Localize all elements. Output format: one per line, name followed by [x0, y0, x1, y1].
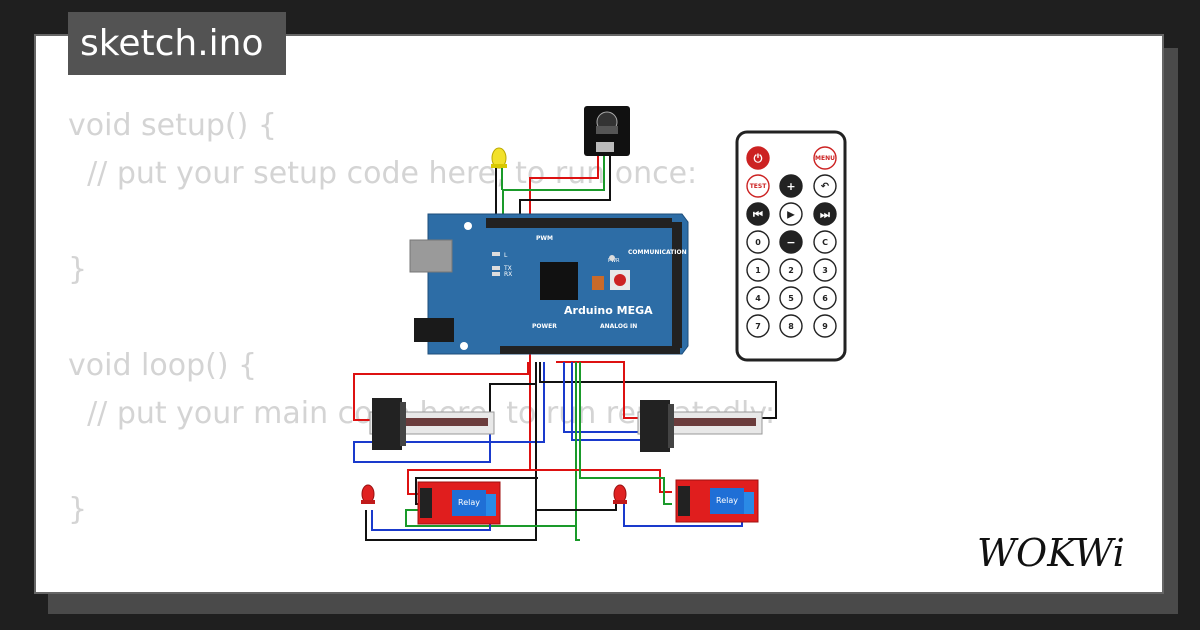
- remote-button-3[interactable]: [813, 258, 837, 282]
- led-l-label: L: [504, 252, 508, 259]
- mcu-chip: [540, 262, 578, 300]
- wire-black: [539, 362, 777, 419]
- remote-button-label: 7: [755, 322, 761, 331]
- led-rx-label: RX: [504, 271, 512, 278]
- remote-button-label: 9: [822, 322, 828, 331]
- wire-red: [556, 361, 640, 419]
- wire-black: [365, 362, 537, 541]
- remote-button-back[interactable]: [813, 174, 837, 198]
- remote-button-6[interactable]: [813, 286, 837, 310]
- red-led-right[interactable]: [613, 484, 627, 504]
- remote-button-1[interactable]: [746, 258, 770, 282]
- slide-potentiometer-right[interactable]: [637, 400, 763, 452]
- code-line: // put your setup code here, to run once…: [68, 156, 698, 191]
- remote-button-label: 8: [788, 322, 794, 331]
- wire-red: [353, 362, 529, 421]
- remote-button-label: 2: [788, 266, 794, 275]
- back-icon: ↶: [821, 182, 830, 193]
- wire-green: [405, 362, 577, 527]
- remote-button-next[interactable]: [813, 202, 837, 226]
- code-line: }: [68, 252, 88, 287]
- code-line: void setup() {: [68, 108, 277, 143]
- wire-green: [575, 526, 580, 541]
- wokwi-logo: WOKWi: [977, 531, 1125, 575]
- remote-button-label: 3: [822, 266, 828, 275]
- yellow-led[interactable]: [491, 147, 507, 169]
- code-line: }: [68, 492, 88, 527]
- analog-in-label: ANALOG IN: [600, 323, 637, 330]
- led-tx-label: TX: [503, 265, 512, 272]
- board-name: Arduino MEGA: [564, 304, 653, 317]
- remote-button-5[interactable]: [779, 286, 803, 310]
- code-line: void loop() {: [68, 348, 258, 383]
- remote-button-4[interactable]: [746, 286, 770, 310]
- remote-button-label: +: [786, 180, 795, 193]
- analog-header: [500, 346, 680, 354]
- remote-button-+[interactable]: [779, 174, 803, 198]
- remote-button-label: −: [786, 236, 795, 249]
- slide-potentiometer-left[interactable]: [369, 398, 495, 450]
- wire-blue: [571, 362, 640, 441]
- power-jack: [414, 318, 454, 342]
- pwr-label: PWR: [608, 258, 620, 264]
- remote-button-C[interactable]: [813, 230, 837, 254]
- side-header: [672, 222, 682, 348]
- wire-green: [502, 152, 605, 218]
- ir-receiver[interactable]: [584, 106, 630, 156]
- relay-module-left[interactable]: Relay: [417, 481, 501, 525]
- filename-tab[interactable]: sketch.ino: [68, 12, 286, 75]
- remote-button-label: 5: [788, 294, 794, 303]
- remote-button-prev[interactable]: [746, 202, 770, 226]
- digital-header: [486, 218, 672, 228]
- red-led-left[interactable]: [361, 484, 375, 504]
- remote-button-play[interactable]: [779, 202, 803, 226]
- communication-label: COMMUNICATION: [628, 249, 687, 256]
- remote-button-2[interactable]: [779, 258, 803, 282]
- usb-port: [409, 239, 453, 273]
- ir-remote[interactable]: ⏻ MENU TEST + ↶ ⏮ ▶ ⏭ 0 − C 1 2 3 4 5 6 7 8 9: [735, 130, 847, 362]
- power-label: POWER: [532, 323, 557, 330]
- remote-button-MENU[interactable]: [813, 146, 837, 170]
- remote-button-7[interactable]: [746, 314, 770, 338]
- wire-blue: [353, 362, 545, 463]
- remote-button-label: MENU: [815, 155, 835, 162]
- remote-button-label: 4: [755, 294, 761, 303]
- icsp-header: [592, 276, 604, 290]
- pwm-label: PWM: [536, 235, 553, 242]
- wire-black: [519, 152, 611, 218]
- prev-icon: ⏮: [753, 208, 763, 221]
- remote-button-label: C: [822, 238, 828, 247]
- remote-button-label: 6: [822, 294, 828, 303]
- power-icon: ⏻: [754, 152, 763, 165]
- play-icon: ▶: [787, 210, 795, 221]
- arduino-mega-board[interactable]: L TX RX PWM COMMUNICATION PWR Arduino ME…: [409, 213, 689, 355]
- remote-button-label: 1: [755, 266, 761, 275]
- remote-button-8[interactable]: [779, 314, 803, 338]
- wire-green: [579, 362, 672, 505]
- wire-blue: [563, 362, 640, 433]
- wire-red: [407, 469, 530, 495]
- remote-button-−[interactable]: [779, 230, 803, 254]
- next-icon: ⏭: [820, 208, 830, 221]
- remote-button-label: 0: [755, 238, 761, 247]
- remote-button-0[interactable]: [746, 230, 770, 254]
- remote-button-TEST[interactable]: [746, 174, 770, 198]
- relay-module-right[interactable]: Relay: [675, 479, 759, 523]
- relay-label: Relay: [458, 498, 480, 507]
- remote-button-power[interactable]: [746, 146, 770, 170]
- remote-button-label: TEST: [750, 183, 768, 190]
- relay-label: Relay: [716, 496, 738, 505]
- remote-button-9[interactable]: [813, 314, 837, 338]
- brand-name: WOKWi: [977, 531, 1125, 575]
- wire-red: [530, 469, 672, 493]
